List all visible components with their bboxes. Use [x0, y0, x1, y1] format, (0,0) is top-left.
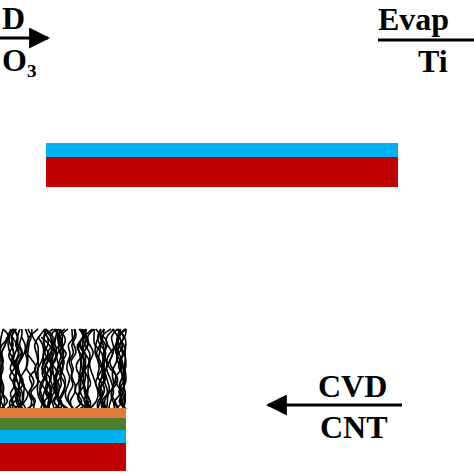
oxide-layer	[0, 430, 126, 443]
nanotube	[95, 329, 104, 409]
step-label: Ti	[418, 45, 448, 77]
nanotube	[27, 329, 38, 409]
ti-layer	[0, 418, 126, 430]
process-arrow	[268, 404, 402, 407]
catalyst-layer	[0, 408, 126, 418]
step-label: Evap	[378, 3, 449, 35]
nanotube	[78, 329, 87, 409]
nanotube	[55, 329, 66, 409]
process-arrow	[0, 37, 48, 40]
nanotube	[0, 329, 8, 409]
nanotube	[42, 329, 53, 409]
process-arrow	[378, 39, 474, 42]
step-label: O₃	[2, 44, 36, 76]
oxide-layer	[46, 143, 398, 157]
substrate	[0, 443, 126, 471]
step-label: D	[2, 2, 25, 34]
step-label: CVD	[318, 370, 387, 402]
nanotube	[16, 337, 26, 409]
cnt-forest	[0, 329, 126, 409]
nanotube	[0, 329, 11, 409]
nanotube	[18, 329, 22, 409]
substrate	[46, 157, 398, 187]
nanotube	[68, 329, 76, 409]
nanotube	[0, 337, 7, 409]
nanotube	[114, 329, 122, 409]
nanotube	[27, 329, 39, 409]
step-label: CNT	[320, 411, 388, 443]
nanotube	[82, 329, 92, 409]
nanotube	[54, 329, 65, 409]
nanotube	[45, 329, 52, 409]
nanotube	[94, 329, 105, 409]
nanotube	[78, 329, 87, 409]
